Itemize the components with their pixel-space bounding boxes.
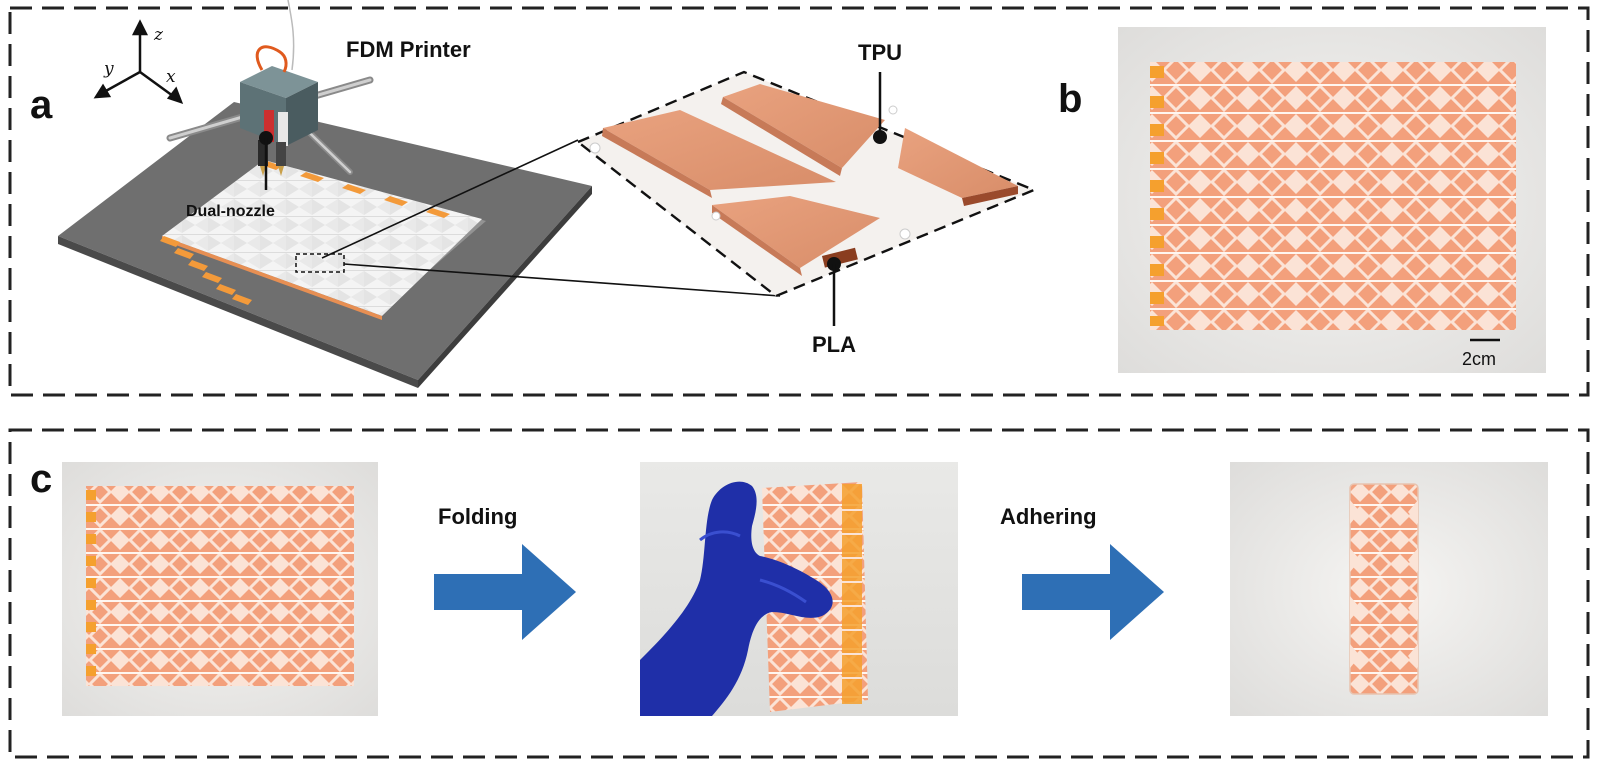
flat-sheet-photo-c [62, 462, 378, 716]
dual-nozzle-label: Dual-nozzle [186, 203, 275, 220]
axis-x-label: x [166, 67, 176, 87]
zoom-line-top [321, 139, 579, 259]
panel-c-letter: c [30, 457, 52, 501]
panel-a-letter: a [30, 83, 53, 127]
adhering-label: Adhering [1000, 504, 1097, 529]
adhered-tube-photo [1230, 462, 1548, 716]
pla-label: PLA [812, 332, 856, 357]
flat-sheet-photo [1118, 27, 1546, 373]
folding-photo [640, 462, 958, 716]
blue-glove [640, 481, 833, 716]
panel-b-letter: b [1058, 77, 1082, 121]
folding-arrow [434, 544, 576, 640]
axis-z-label: z [153, 25, 164, 45]
panel-ab-frame [8, 6, 1590, 397]
zoomed-unit-detail [575, 70, 1038, 326]
axes-triad [93, 19, 184, 105]
axis-y-label: y [103, 59, 114, 79]
adhering-arrow [1022, 544, 1164, 640]
fdm-printer-head [166, 0, 374, 190]
zoom-line-bottom [343, 263, 781, 297]
tpu-label: TPU [858, 40, 902, 65]
folding-label: Folding [438, 504, 517, 529]
panel-c-frame [8, 428, 1590, 759]
fdm-printer-label: FDM Printer [346, 37, 471, 62]
scale-bar-label: 2cm [1462, 349, 1496, 369]
